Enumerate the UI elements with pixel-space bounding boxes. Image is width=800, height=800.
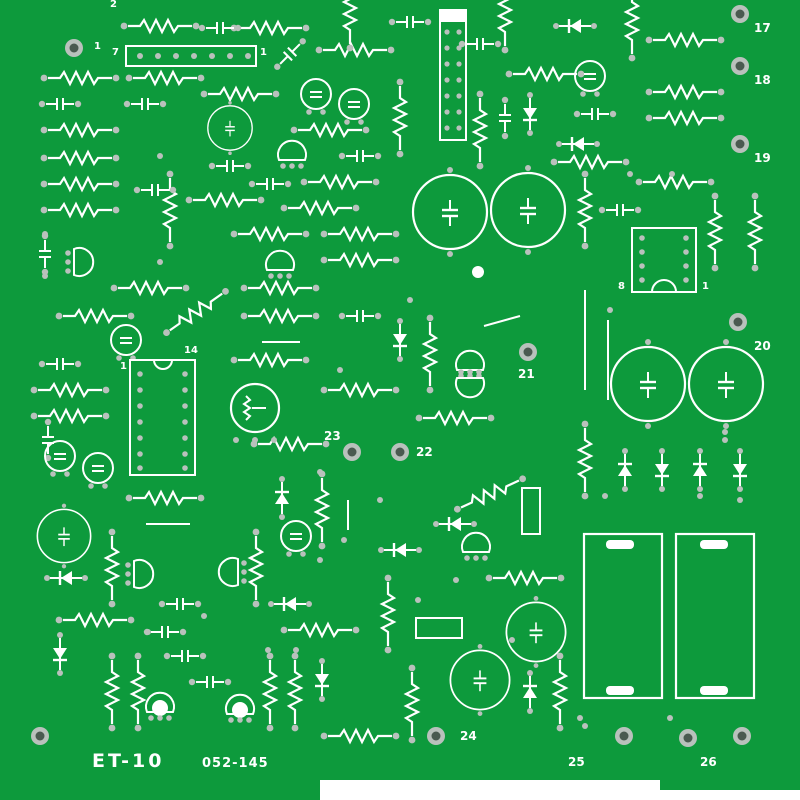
vertical-header [439,9,467,141]
via-pads [42,153,743,729]
connector-26-label: 26 [700,755,717,769]
connector-21-label: 21 [518,367,535,381]
board-model-label: ET-10 [92,750,165,772]
connector-19-label: 19 [754,151,771,165]
misc-silkscreen [146,290,609,639]
board-part-number-label: 052-145 [202,756,269,771]
connector-17-label: 17 [754,21,771,35]
connector-25-label: 25 [568,755,585,769]
ic-8-pin1-label: 1 [702,281,709,292]
header-pin7-label: 7 [112,47,119,58]
header-connector [125,45,257,67]
header-pin1-left-label: 1 [94,41,101,52]
ic-14-pin1-label: 1 [120,361,127,372]
ic-14-pin14-label: 14 [184,345,198,356]
top-edge-2-label: 2 [110,0,117,10]
connector-22-label: 22 [416,445,433,459]
connector-23-label: 23 [324,429,341,443]
header-pin1-right-label: 1 [260,47,267,58]
connector-18-label: 18 [754,73,771,87]
trimmer-potentiometer [229,382,281,443]
battery-holders [582,532,756,700]
ic-8-pin8-label: 8 [618,281,625,292]
connector-24-label: 24 [460,729,477,743]
ic-14-pin [129,359,196,476]
connector-20-label: 20 [754,339,771,353]
ic-8-pin [631,227,697,293]
